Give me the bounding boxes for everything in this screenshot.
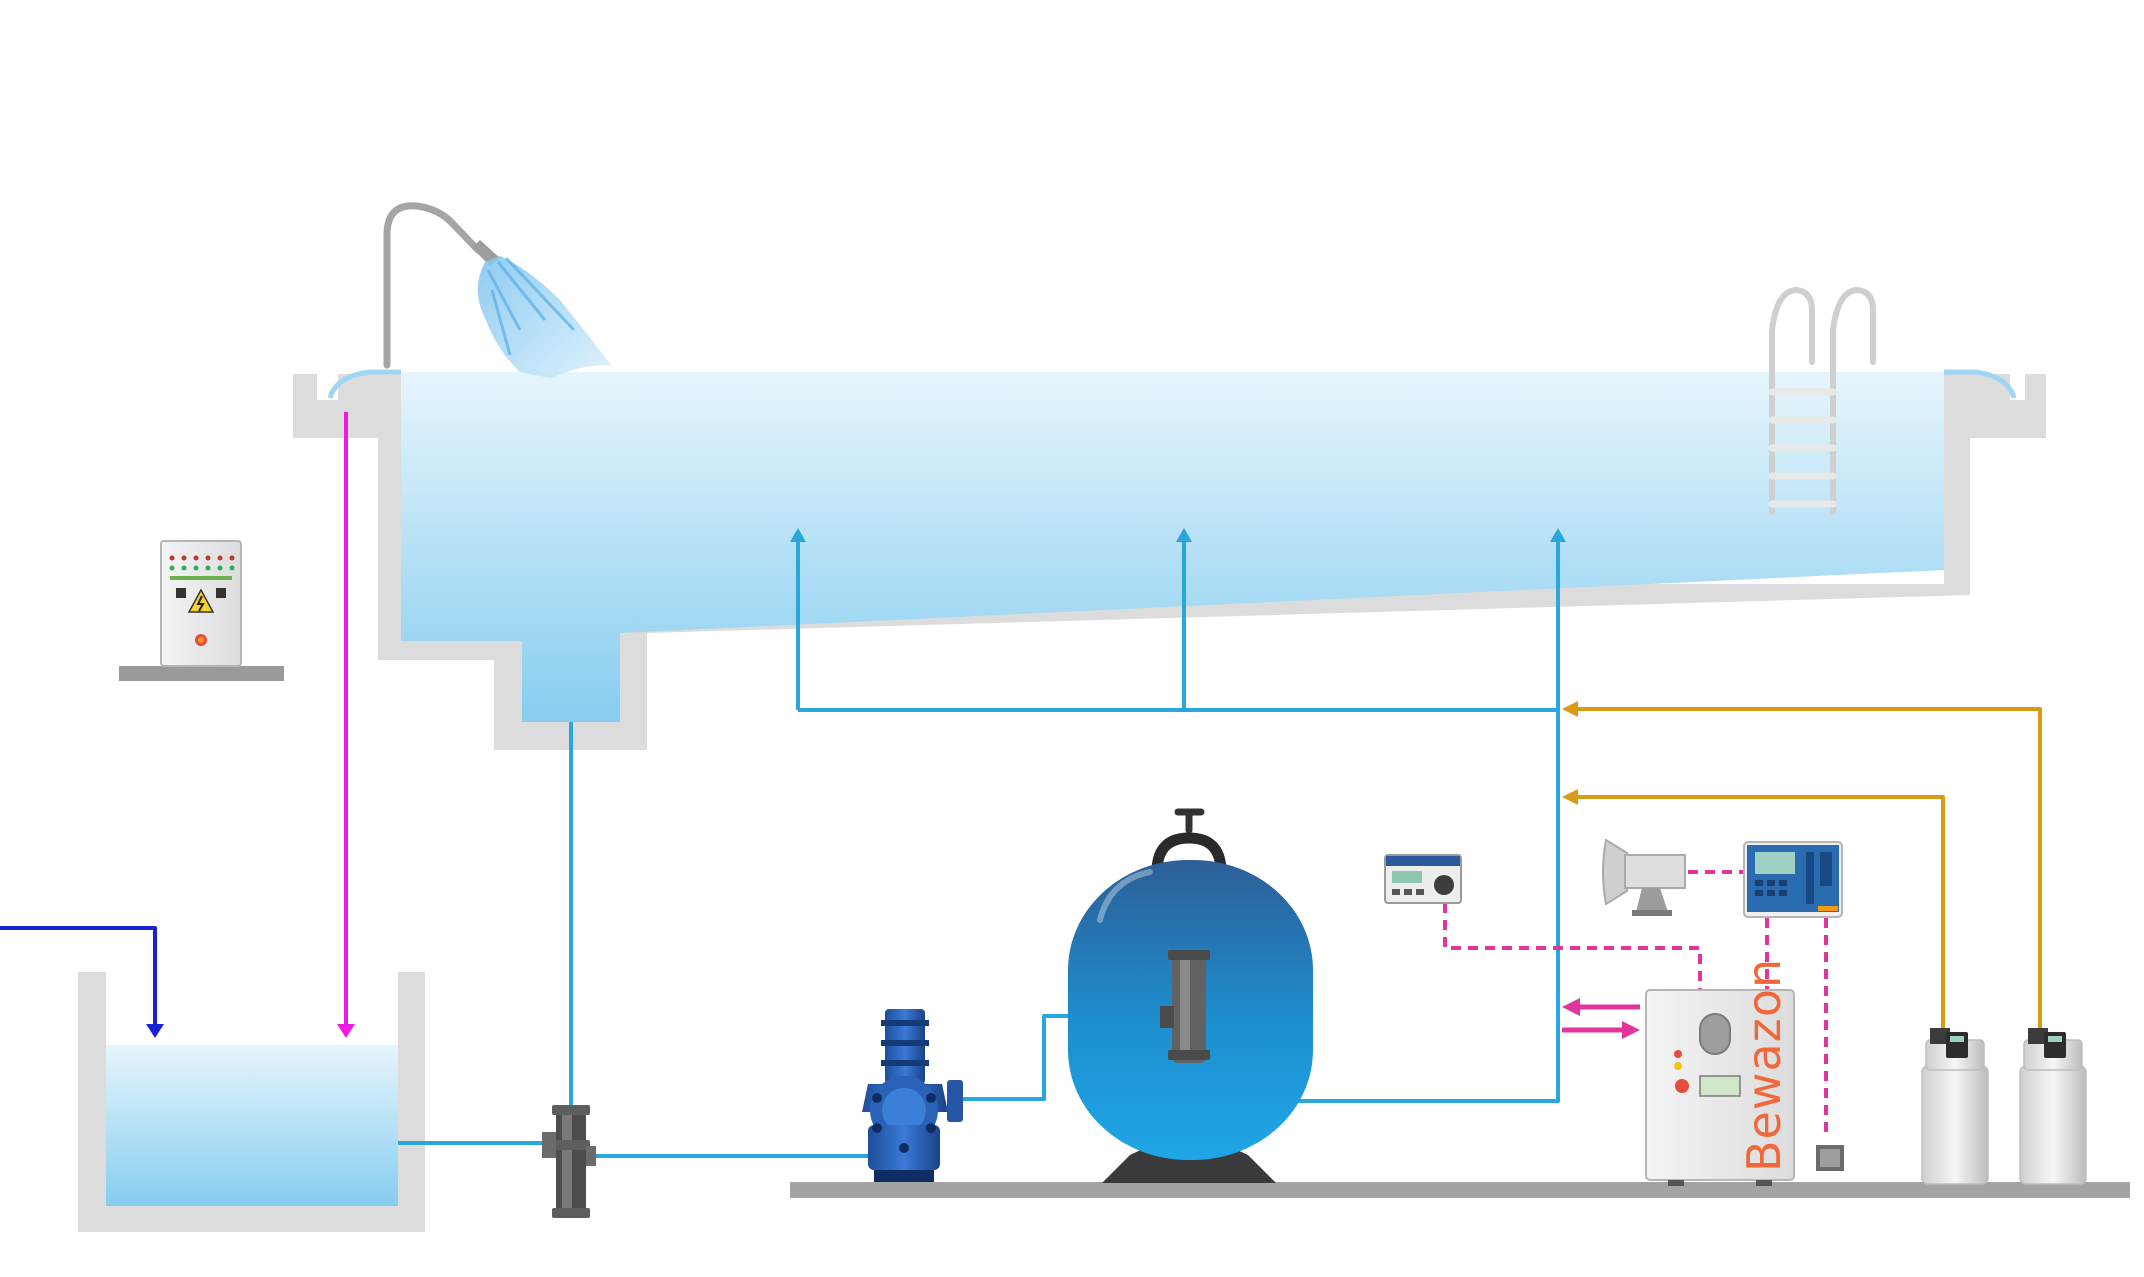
- horn-icon: [1602, 838, 1686, 916]
- return-inlet-arrow-2: [1176, 528, 1192, 542]
- sensor-box-icon: [1816, 1145, 1844, 1171]
- dosing-tank-icon: [2019, 1028, 2087, 1185]
- dosing-tank-icon: [1921, 1028, 1989, 1185]
- sand-filter-icon: [1068, 808, 1313, 1183]
- monitor-icon: [1743, 841, 1843, 918]
- ozone-arrow-2: [1622, 1021, 1640, 1039]
- ladder-icon: [1768, 286, 1876, 515]
- dosing-pipe-1: [1572, 707, 2042, 1028]
- return-inlet-arrow-3: [1550, 528, 1566, 542]
- overflow-edge-left: [327, 369, 401, 399]
- dosing-arrow-1: [1562, 701, 1578, 717]
- controller-icon: [1384, 854, 1462, 904]
- pool-water: [401, 372, 1944, 722]
- dosing-pipe-2: [1572, 795, 1945, 1030]
- ozone-generator-icon: Bewazon: [1645, 958, 1795, 1186]
- return-manifold: [796, 535, 1558, 712]
- equipment-floor: [790, 1182, 2130, 1198]
- pool-basin: [293, 369, 2046, 750]
- ozone-arrow-1: [1562, 998, 1580, 1016]
- overflow-arrow: [337, 1024, 355, 1038]
- shower-icon: [383, 202, 612, 378]
- injector-valve-icon: [542, 1105, 596, 1218]
- generator-brand: Bewazon: [1737, 958, 1791, 1172]
- balance-tank: [78, 972, 425, 1232]
- balance-tank-water: [106, 1045, 398, 1206]
- signal-cables: [1443, 870, 1828, 1138]
- overflow-edge-right: [1944, 369, 2017, 399]
- circulation-pump-icon: [862, 1009, 963, 1182]
- fresh-water-arrow: [146, 1024, 164, 1038]
- return-inlet-arrow-1: [790, 528, 806, 542]
- dosing-arrow-2: [1562, 789, 1578, 805]
- suction-pipe: [398, 1141, 878, 1158]
- control-cabinet-icon: [119, 540, 284, 681]
- fresh-water-pipe: [0, 926, 157, 1030]
